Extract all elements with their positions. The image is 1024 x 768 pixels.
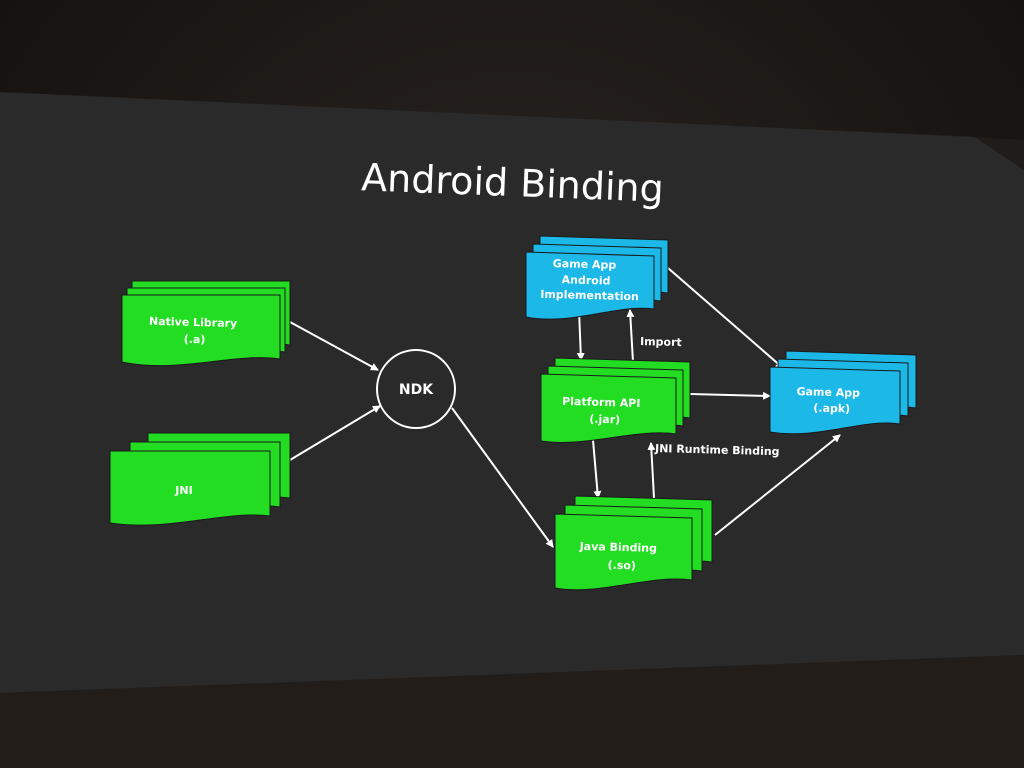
node-native-library: Native Library (.a) xyxy=(121,280,291,367)
java-binding-label: Java Binding xyxy=(579,540,658,555)
edge-game-app-android-to-platform-api xyxy=(576,309,585,361)
slide-background xyxy=(0,92,1024,693)
game-app-apk-ext: (.apk) xyxy=(813,402,850,416)
ndk-label: NDK xyxy=(399,382,434,398)
svg-text:Java Binding (.so): Java Binding (.so) xyxy=(578,540,661,573)
edge-label-import: Import xyxy=(640,335,682,349)
platform-api-ext: (.jar) xyxy=(589,413,620,427)
edge-platform-api-import-to-game-app-android xyxy=(626,309,635,363)
node-platform-api: Platform API (.jar) xyxy=(540,357,691,443)
game-app-android-line-1: Game App xyxy=(553,257,617,272)
node-jni: JNI xyxy=(109,432,291,526)
node-java-binding: Java Binding (.so) xyxy=(554,495,713,591)
platform-api-label: Platform API xyxy=(562,395,641,410)
edge-platform-api-to-game-app-apk xyxy=(689,391,771,400)
screen-edge-shadow xyxy=(975,137,1024,170)
edge-ndk-to-java-binding xyxy=(451,407,554,548)
edge-native-library-to-ndk xyxy=(289,321,379,371)
edges xyxy=(289,267,841,548)
node-game-app-apk: Game App (.apk) xyxy=(769,350,917,435)
room-floor xyxy=(0,655,1024,768)
game-app-android-line-3: Implementation xyxy=(540,288,639,304)
edge-java-binding-to-game-app-apk xyxy=(714,434,841,536)
node-ndk: NDK xyxy=(376,349,456,429)
edge-label-jni-runtime-binding: JNI Runtime Binding xyxy=(654,442,780,458)
java-binding-ext: (.so) xyxy=(607,559,636,573)
native-library-label: Native Library xyxy=(149,315,238,330)
edge-game-app-android-to-game-app-apk xyxy=(667,267,784,369)
svg-text:Game App (.apk): Game App (.apk) xyxy=(796,385,864,416)
node-game-app-android-implementation: Game App Android Implementation xyxy=(525,235,669,320)
svg-text:Native Library (.a): Native Library (.a) xyxy=(148,315,241,347)
edge-java-binding-jni-runtime-to-platform-api xyxy=(647,442,656,499)
jni-label: JNI xyxy=(174,484,192,497)
edge-jni-to-ndk xyxy=(289,405,381,461)
edge-platform-api-to-java-binding xyxy=(592,439,602,499)
svg-text:Game App Android: Game App Android Implementation xyxy=(540,257,640,304)
native-library-ext: (.a) xyxy=(184,333,206,347)
game-app-apk-label: Game App xyxy=(796,385,860,400)
game-app-android-line-2: Android xyxy=(561,273,610,287)
svg-text:Platform API (.jar): Platform API (.jar) xyxy=(562,395,645,427)
